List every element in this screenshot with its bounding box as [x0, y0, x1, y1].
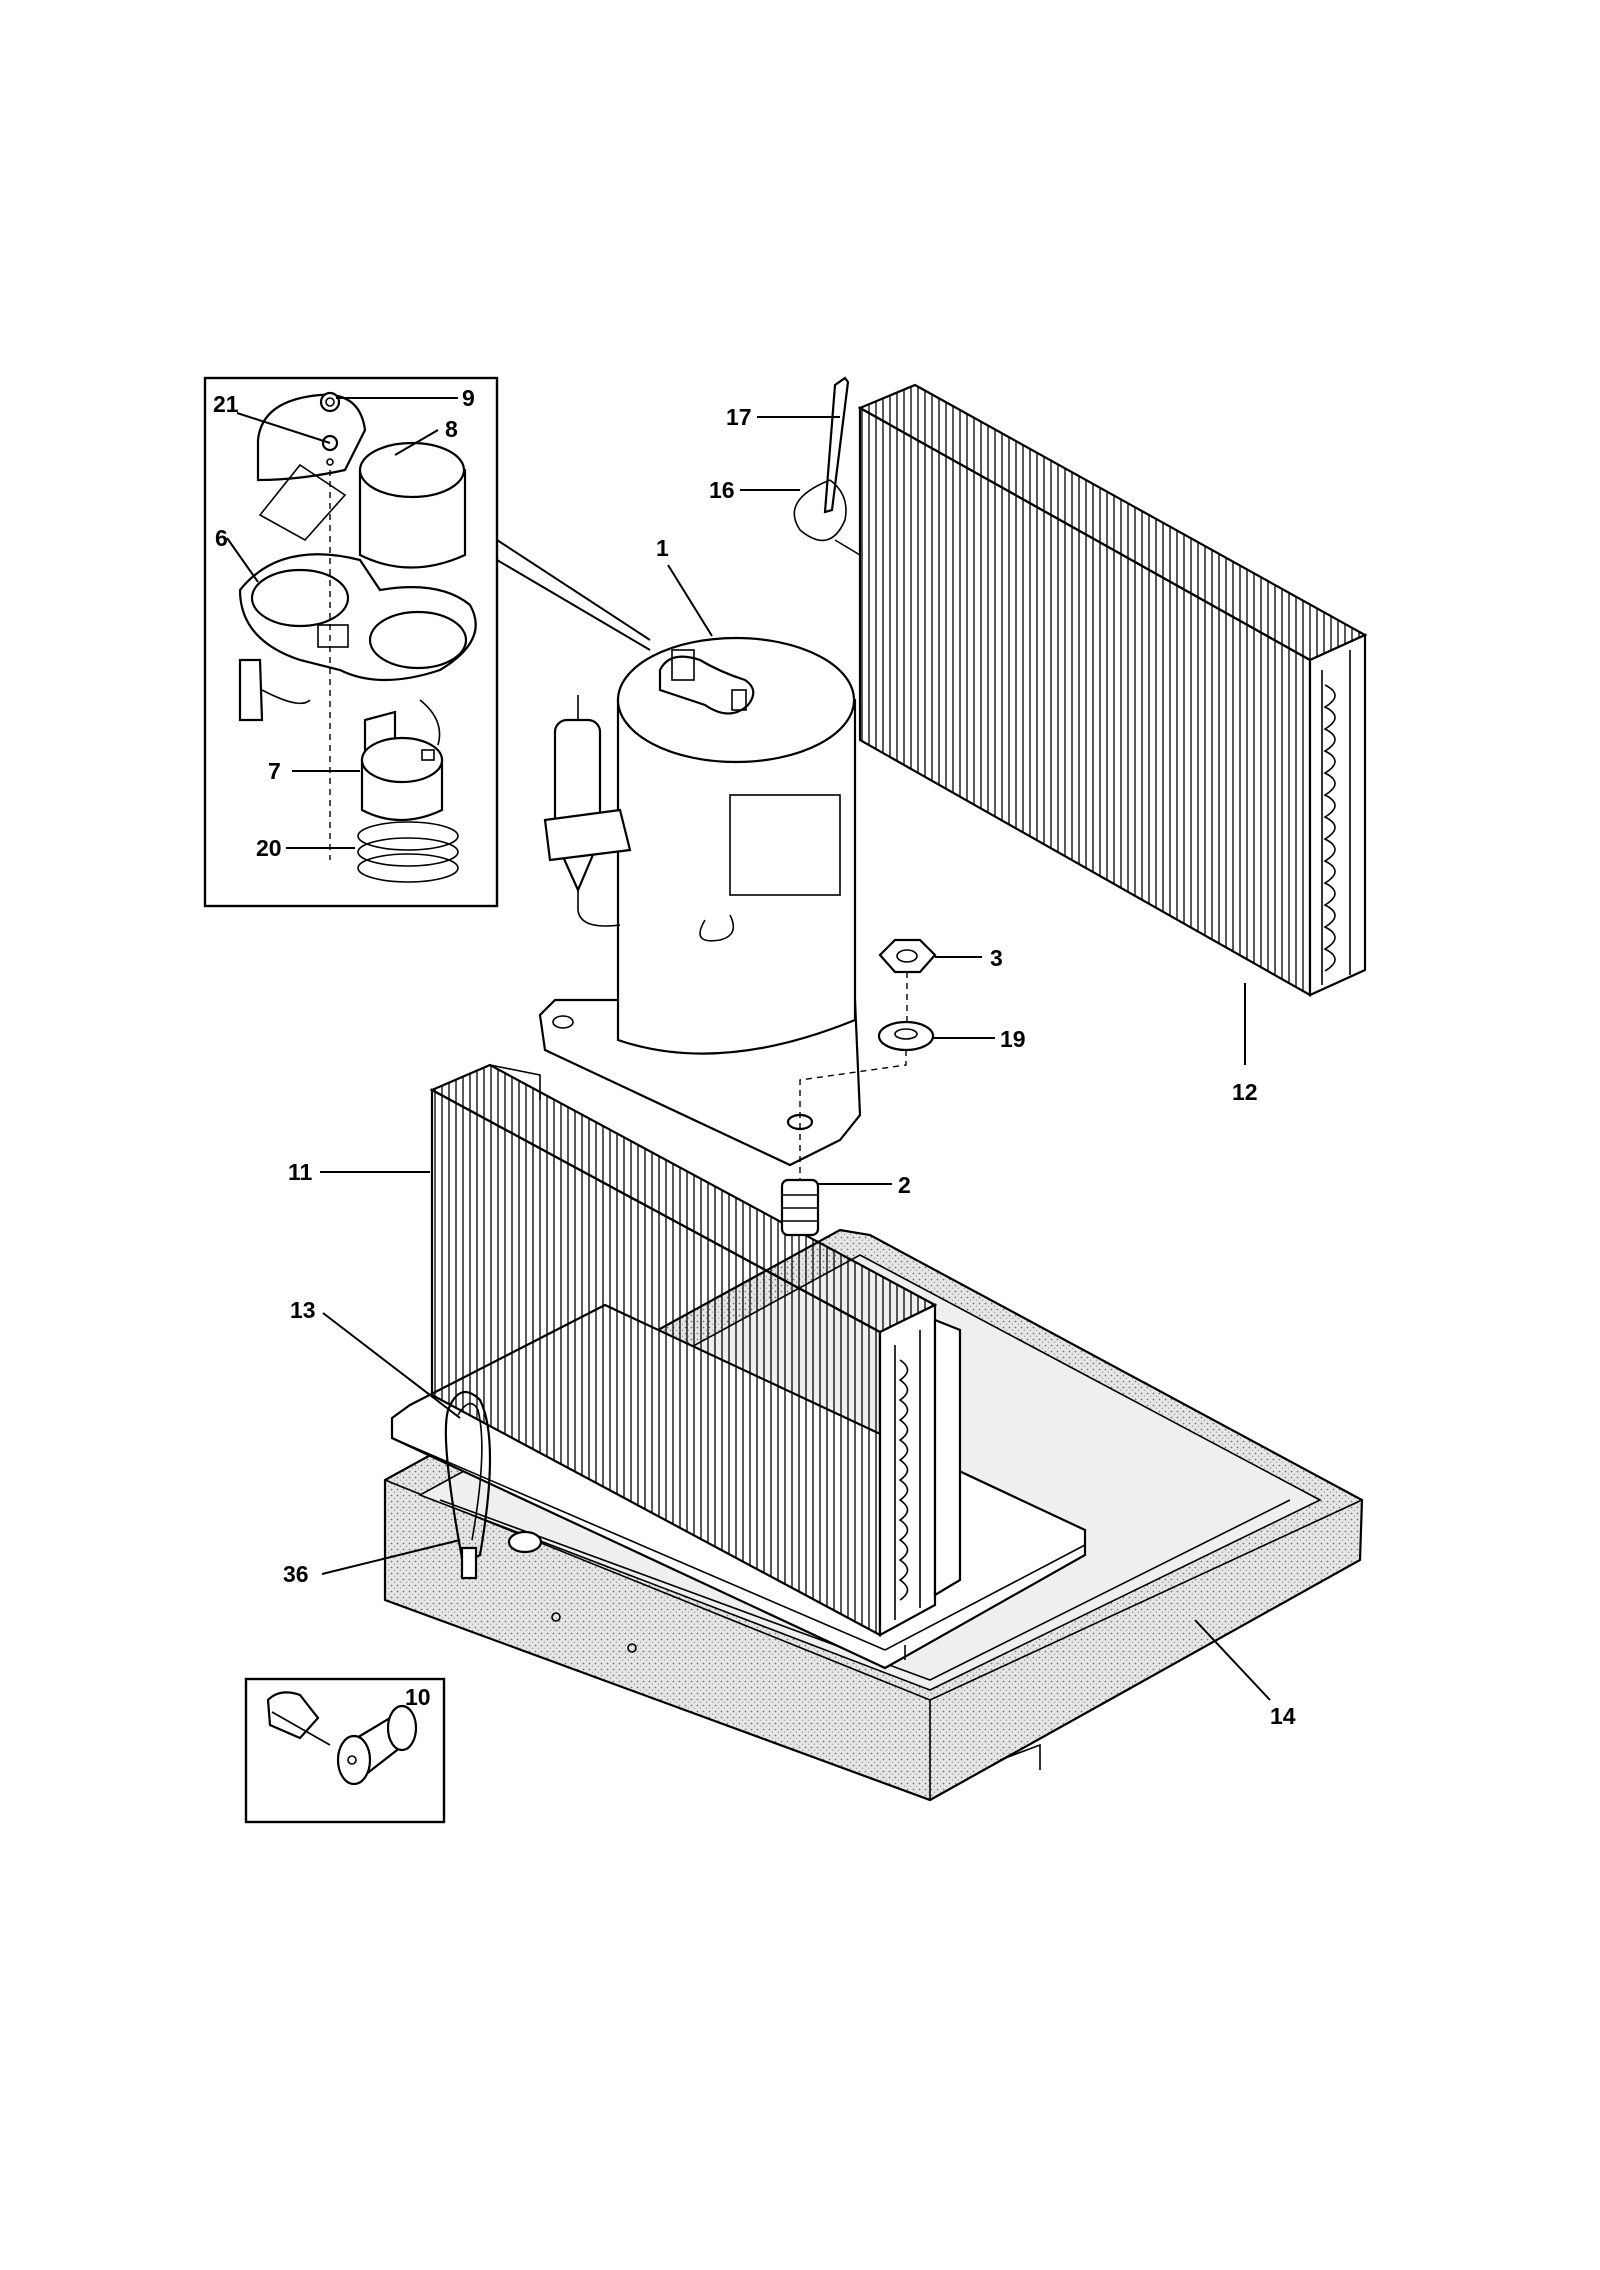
washer-19	[877, 1020, 935, 1052]
callout-6: 6	[215, 525, 228, 551]
callout-8: 7	[268, 758, 281, 784]
callout-labels: 21 9 8 6 7 20 1 17 16 3 19 12 11 2 13 36…	[213, 385, 1296, 1729]
callout-21: 21	[213, 391, 239, 417]
callout-11: 11	[288, 1159, 313, 1185]
coil-11	[429, 1063, 962, 1637]
callout-7: 8	[445, 416, 458, 442]
assembly-guide	[799, 972, 908, 1180]
callout-2: 2	[898, 1172, 911, 1198]
callout-3: 3	[990, 945, 1003, 971]
inset-part-10	[244, 1677, 446, 1824]
compressor	[538, 636, 862, 1167]
strap-36	[444, 1390, 492, 1580]
callout-9: 9	[462, 385, 475, 411]
callout-16: 16	[709, 477, 735, 503]
callout-17: 17	[726, 404, 752, 430]
coil-12	[857, 383, 1368, 997]
callout-20: 20	[256, 835, 282, 861]
callout-14: 14	[1270, 1703, 1296, 1729]
callout-19: 19	[1000, 1026, 1026, 1052]
nut-3	[878, 938, 937, 974]
callout-10: 10	[405, 1684, 431, 1710]
sensor-bulb	[793, 376, 861, 556]
grommet-2	[780, 1178, 820, 1237]
callout-12: 12	[1232, 1079, 1258, 1105]
callout-1: 1	[656, 535, 669, 561]
callout-36: 36	[283, 1561, 309, 1587]
callout-13: 13	[290, 1297, 316, 1323]
leader-lines	[226, 397, 1271, 1701]
